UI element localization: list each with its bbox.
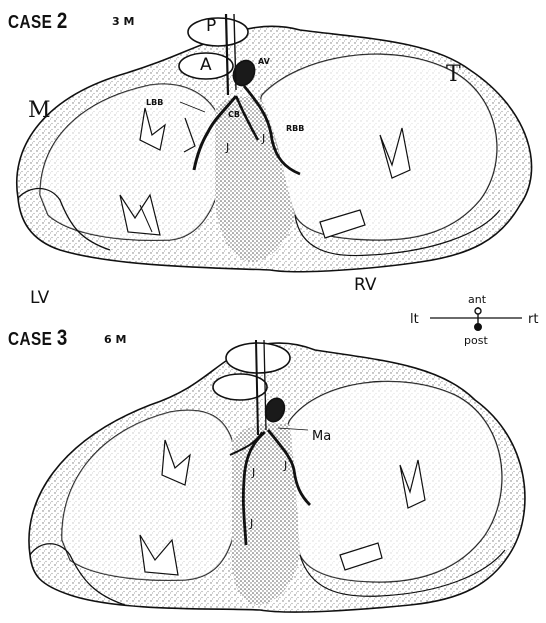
- label-mitral: M: [28, 100, 51, 122]
- case3-title-word: CASE: [8, 329, 52, 349]
- case3-pulmonary-valve: [226, 343, 290, 373]
- case3-number: 3: [57, 325, 68, 350]
- case2-pulmonary-valve: [188, 18, 248, 46]
- orientation-right: rt: [528, 313, 538, 326]
- label-j-left: J: [226, 142, 229, 153]
- label-rbb: RBB: [286, 125, 304, 133]
- orientation-anterior: ant: [468, 294, 486, 305]
- case3-title: CASE 3: [8, 327, 68, 349]
- label-av-node: AV: [258, 58, 270, 66]
- label-lv: LV: [30, 290, 49, 307]
- label-ma: Ma: [312, 430, 331, 443]
- label-j3-lower: J: [250, 518, 253, 529]
- case2-number: 2: [57, 8, 68, 33]
- label-j-right: J: [262, 133, 265, 144]
- label-lbb: LBB: [146, 99, 163, 107]
- label-j3-right: J: [284, 460, 287, 471]
- label-tricuspid: T: [446, 64, 461, 86]
- case2-title-word: CASE: [8, 12, 52, 32]
- orientation-compass: [430, 307, 522, 331]
- label-pulmonary: P: [206, 18, 216, 35]
- label-rv: RV: [354, 277, 377, 294]
- orientation-posterior: post: [464, 335, 488, 346]
- case2-age: 3 M: [112, 16, 134, 27]
- orientation-left: lt: [410, 313, 419, 326]
- case2-title: CASE 2: [8, 10, 68, 32]
- case3-aortic-valve: [213, 374, 267, 400]
- case3-age: 6 M: [104, 334, 126, 345]
- label-cb: CB: [228, 111, 240, 119]
- case2-heart: [17, 14, 532, 272]
- label-aortic: A: [200, 57, 212, 74]
- label-j3-left: J: [252, 467, 255, 478]
- case3-heart: [29, 340, 525, 612]
